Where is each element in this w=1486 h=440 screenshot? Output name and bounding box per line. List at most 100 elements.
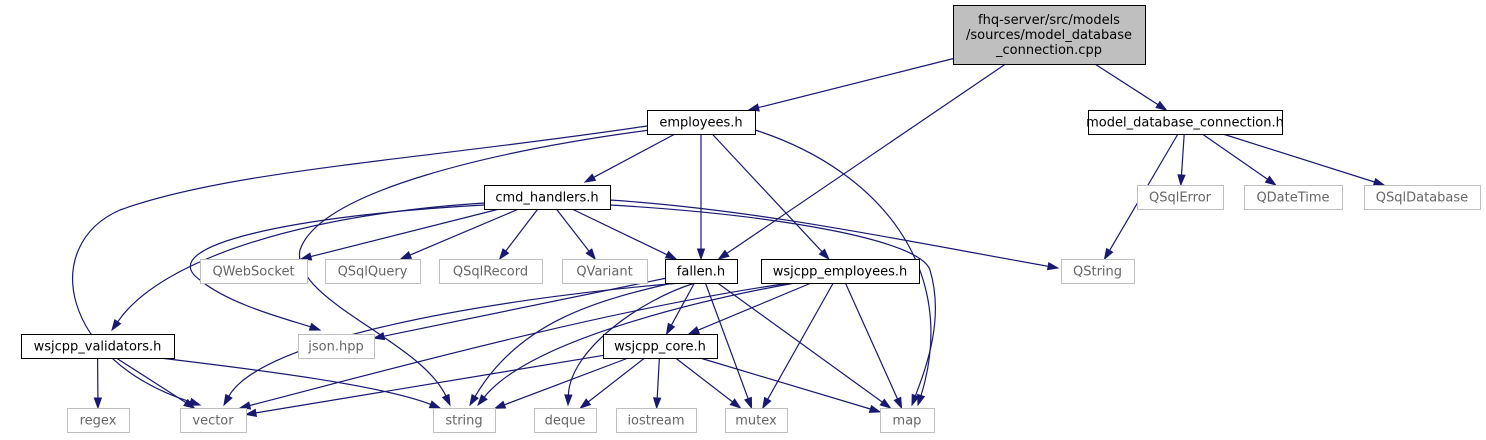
node-label: wsjcpp_core.h <box>614 340 706 355</box>
node-box <box>180 408 247 433</box>
edge-cmd-handlers-h-to-json-hpp <box>189 204 485 331</box>
edge-line <box>767 282 834 400</box>
node-QDateTime: QDateTime <box>1244 185 1343 210</box>
edge-line <box>726 63 1006 254</box>
arrowhead-icon <box>399 251 413 260</box>
arrowhead-icon <box>664 250 678 260</box>
node-box <box>562 259 648 284</box>
arrowhead-icon <box>493 400 507 409</box>
arrowhead-icon <box>818 248 830 261</box>
node-main[interactable]: fhq-server/src/models/sources/model_data… <box>953 5 1146 65</box>
edges-layer <box>72 58 1386 417</box>
edge-fallen-h-to-json-hpp <box>372 277 666 341</box>
node-box <box>1364 185 1481 210</box>
node-box <box>603 334 718 359</box>
edge-main-to-fallen-h <box>717 63 1006 260</box>
arrowhead-icon <box>1372 177 1386 186</box>
edge-model-database-connection-h-to-QSqlDatabase <box>1222 133 1386 186</box>
edge-line <box>754 129 932 396</box>
node-label: _connection.cpp <box>995 43 1102 58</box>
node-box <box>953 5 1146 65</box>
node-label: mutex <box>735 414 777 429</box>
node-label: deque <box>545 414 586 429</box>
node-label: fallen.h <box>677 265 725 280</box>
node-cmd-handlers-h[interactable]: cmd_handlers.h <box>484 185 611 210</box>
node-label: string <box>445 414 482 429</box>
arrowhead-icon <box>1264 175 1277 186</box>
edge-line <box>571 208 668 256</box>
edge-line <box>409 208 519 256</box>
arrowhead-icon <box>1046 262 1060 271</box>
edge-fallen-h-to-wsjcpp-core-h <box>665 282 695 336</box>
edge-fallen-h-to-string <box>469 282 673 407</box>
node-wsjcpp-employees-h[interactable]: wsjcpp_employees.h <box>761 259 920 284</box>
edge-cmd-handlers-h-to-QSqlRecord <box>498 208 539 261</box>
edge-line <box>609 199 1049 267</box>
edge-line <box>159 357 431 405</box>
node-label: model_database_connection.h <box>1086 116 1284 131</box>
arrowhead-icon <box>911 393 920 407</box>
edge-employees-h-to-map <box>754 129 932 407</box>
node-QSqlError: QSqlError <box>1137 185 1224 210</box>
arrowhead-icon <box>1177 174 1186 187</box>
edge-wsjcpp-validators-h-to-vector <box>115 357 196 409</box>
node-box <box>665 259 738 284</box>
node-box <box>484 185 611 210</box>
edge-wsjcpp-employees-h-to-wsjcpp-core-h <box>687 282 812 335</box>
node-label: QVariant <box>576 265 632 280</box>
edge-cmd-handlers-h-to-map <box>609 204 936 407</box>
edge-line <box>474 282 673 397</box>
node-box <box>298 334 375 359</box>
node-string: string <box>433 408 496 433</box>
node-box <box>1244 185 1343 210</box>
edge-line <box>670 282 695 326</box>
node-label: wsjcpp_validators.h <box>34 340 162 355</box>
node-label: QSqlDatabase <box>1376 191 1468 206</box>
edge-line <box>310 208 500 258</box>
arrowhead-icon <box>428 400 442 409</box>
edge-line <box>656 357 660 399</box>
edge-line <box>587 357 645 403</box>
node-box <box>534 408 597 433</box>
node-wsjcpp-core-h[interactable]: wsjcpp_core.h <box>603 334 718 359</box>
edge-line <box>758 58 954 109</box>
node-fallen-h[interactable]: fallen.h <box>665 259 738 284</box>
arrowhead-icon <box>579 398 592 409</box>
edge-model-database-connection-h-to-QDateTime <box>1201 133 1277 186</box>
edge-wsjcpp-core-h-to-iostream <box>653 357 662 410</box>
edge-cmd-handlers-h-to-fallen-h <box>571 208 678 260</box>
edge-line <box>1201 133 1268 180</box>
node-model-database-connection-h[interactable]: model_database_connection.h <box>1086 110 1284 135</box>
node-label: vector <box>192 414 234 429</box>
edge-line <box>249 282 791 407</box>
edge-wsjcpp-core-h-to-mutex <box>675 357 742 409</box>
arrowhead-icon <box>729 398 742 409</box>
edge-employees-h-to-cmd-handlers-h <box>583 133 676 183</box>
edge-employees-h-to-string <box>299 129 651 407</box>
node-box <box>880 408 935 433</box>
edge-wsjcpp-employees-h-to-map <box>844 282 903 410</box>
node-wsjcpp-validators-h[interactable]: wsjcpp_validators.h <box>21 334 175 359</box>
arrowhead-icon <box>93 397 103 410</box>
arrowhead-icon <box>308 322 322 331</box>
arrowhead-icon <box>696 248 706 261</box>
node-box <box>761 259 920 284</box>
arrowhead-icon <box>665 322 676 336</box>
arrowhead-icon <box>299 252 313 261</box>
edge-cmd-handlers-h-to-QSqlQuery <box>399 208 519 260</box>
node-box <box>200 259 308 284</box>
edge-employees-h-to-wsjcpp-employees-h <box>711 133 830 261</box>
arrowhead-icon <box>223 393 233 407</box>
arrowhead-icon <box>879 398 892 409</box>
edge-line <box>844 282 899 400</box>
node-box <box>1137 185 1224 210</box>
edge-fallen-h-to-mutex <box>704 282 753 410</box>
node-employees-h[interactable]: employees.h <box>647 110 756 135</box>
node-box <box>439 259 543 284</box>
node-box <box>1061 259 1135 284</box>
arrowhead-icon <box>583 173 597 183</box>
arrowhead-icon <box>868 404 882 413</box>
node-box <box>325 259 421 284</box>
arrowhead-icon <box>183 398 196 409</box>
arrowhead-icon <box>717 249 730 260</box>
